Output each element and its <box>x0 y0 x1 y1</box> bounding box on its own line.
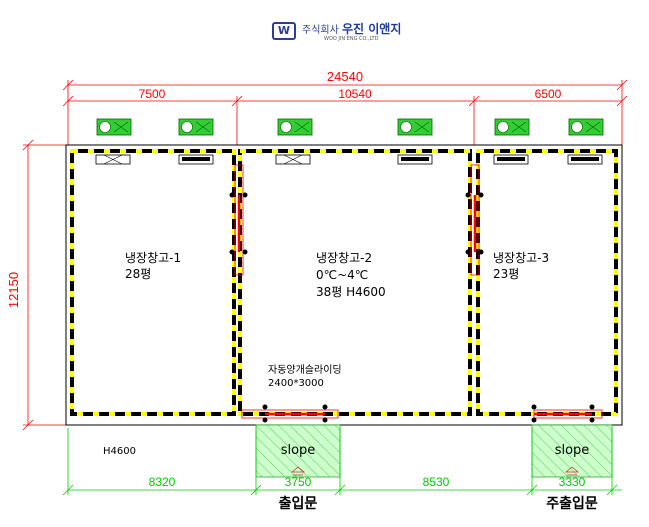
slope-area <box>255 424 341 478</box>
logo-mark-icon: W <box>272 22 296 40</box>
arrow-up-icon <box>564 466 580 476</box>
door-note-size: 2400*3000 <box>268 378 324 389</box>
slope-label-1: slope <box>281 443 316 458</box>
room2-temp: 0℃~4℃ <box>316 268 368 282</box>
door2-width-label: 3330 <box>559 475 586 489</box>
evaporator-icon <box>275 154 311 165</box>
main-door-label: 출입문 <box>279 495 318 512</box>
room-walls <box>70 149 618 416</box>
evaporator-icon <box>178 154 214 165</box>
evaporator-icon <box>95 154 131 165</box>
room3-area: 23평 <box>493 267 519 281</box>
company-name-prefix: 주식회사 <box>302 25 339 36</box>
left-dimension <box>22 139 68 431</box>
room3-name: 냉장창고-3 <box>493 251 549 265</box>
company-name-main: 우진 이앤지 <box>342 22 402 36</box>
condensing-unit-icon <box>178 118 214 136</box>
condensing-unit-icon <box>96 118 132 136</box>
slope-label-2: slope <box>555 443 590 458</box>
evaporator-icon <box>493 154 529 165</box>
evaporator-icon <box>567 154 603 165</box>
evaporator-icon <box>397 154 433 165</box>
room2-width-label: 10540 <box>338 87 372 101</box>
top-dimensions <box>62 79 628 145</box>
evaporators <box>95 154 603 165</box>
room1-area: 28평 <box>125 267 151 281</box>
company-logo: W 주식회사 우진 이앤지 WOO JIN ENG CO.,LTD <box>272 20 412 46</box>
door-note-title: 자동양개슬라이딩 <box>268 364 342 376</box>
room2-area-height: 38평 H4600 <box>316 285 386 299</box>
room1-width-label: 7500 <box>139 87 166 101</box>
room3-width-label: 6500 <box>535 87 562 101</box>
exterior-doors <box>241 404 603 423</box>
room2-name: 냉장창고-2 <box>316 251 372 265</box>
interior-doors <box>229 164 484 276</box>
condensing-units <box>96 118 604 136</box>
room1-name: 냉장창고-1 <box>125 251 181 265</box>
building-outline <box>65 144 623 426</box>
height-note: H4600 <box>103 446 136 457</box>
bottom-left-label: 8320 <box>149 475 176 489</box>
company-name: 주식회사 우진 이앤지 <box>302 20 401 37</box>
door1-width-label: 3750 <box>285 475 312 489</box>
bottom-mid-label: 8530 <box>423 475 450 489</box>
total-width-label: 24540 <box>327 69 363 84</box>
total-depth-label: 12150 <box>6 272 21 308</box>
company-name-en: WOO JIN ENG CO.,LTD <box>324 36 379 42</box>
condensing-unit-icon <box>397 118 433 136</box>
arrow-up-icon <box>290 466 306 476</box>
slopes: slope slope <box>255 424 613 478</box>
condensing-unit-icon <box>277 118 313 136</box>
sub-door-label: 주출입문 <box>546 495 598 512</box>
condensing-unit-icon <box>494 118 530 136</box>
condensing-unit-icon <box>568 118 604 136</box>
bottom-dimensions <box>62 428 622 496</box>
